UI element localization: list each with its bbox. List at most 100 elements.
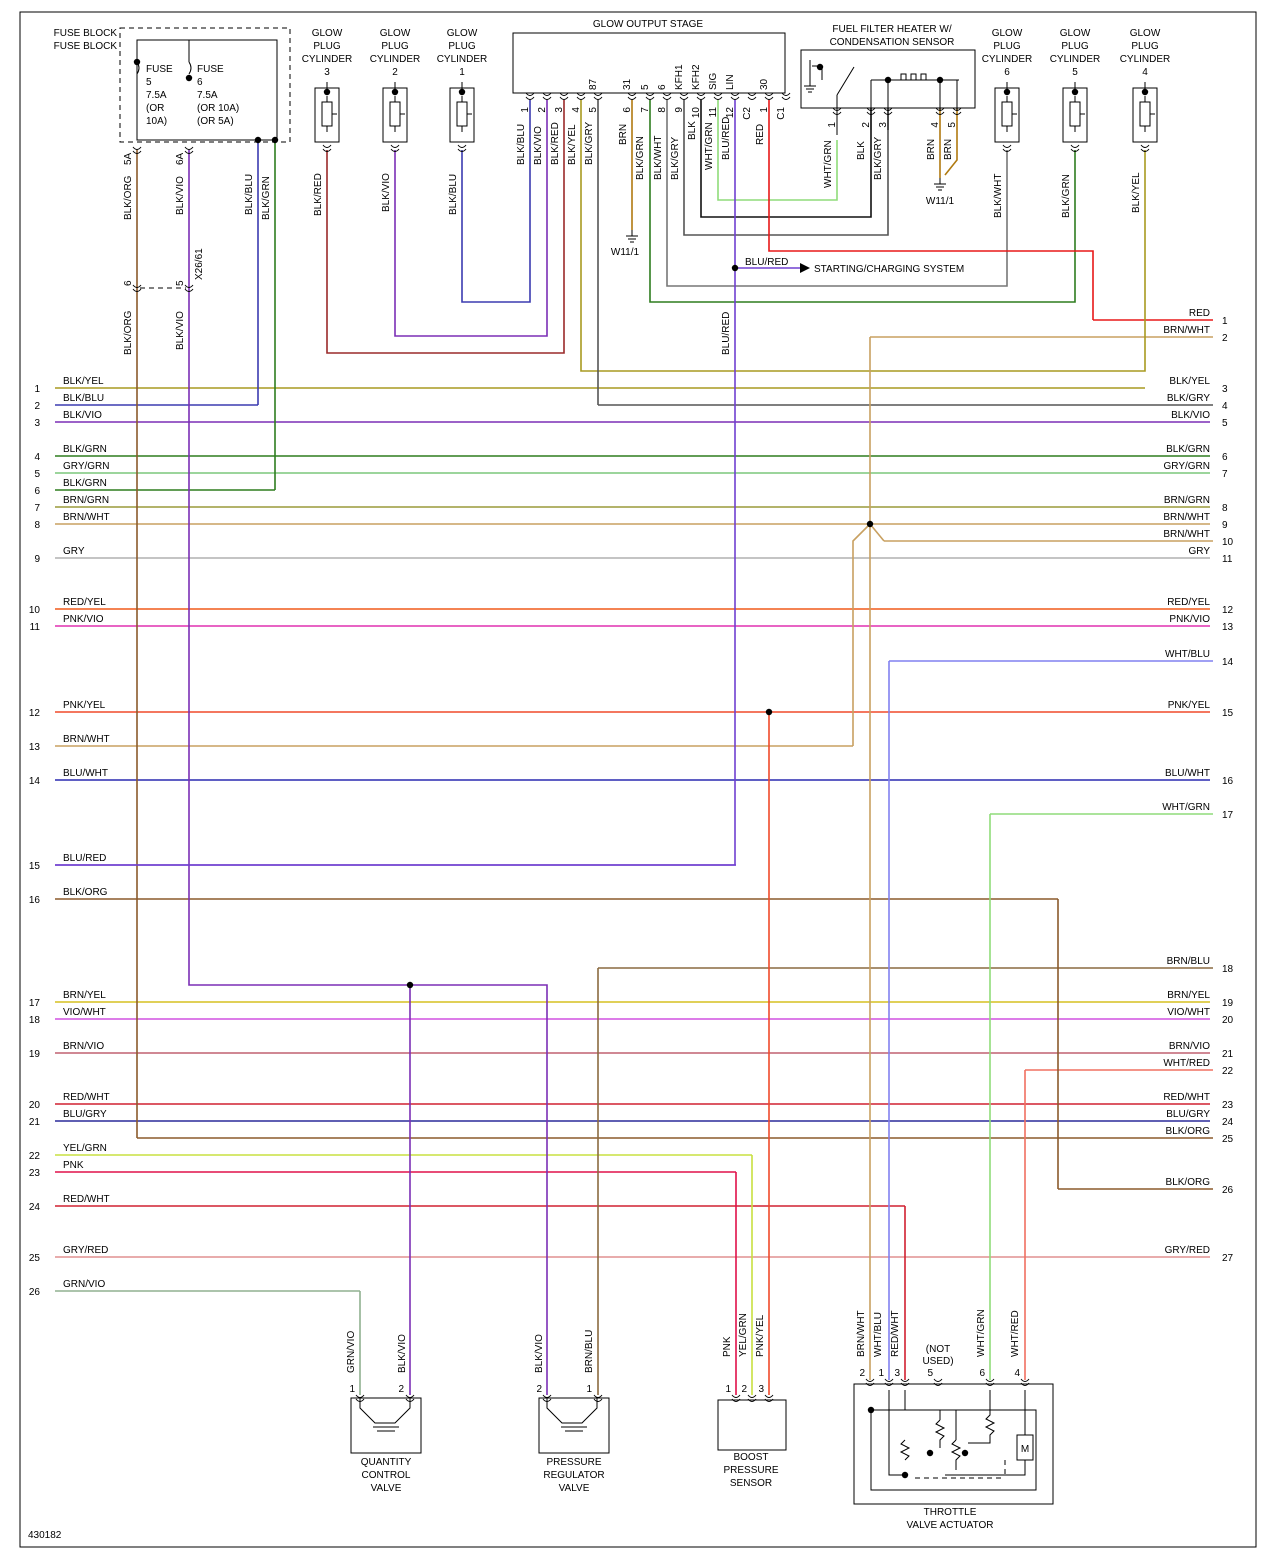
right-pin-number: 3 [1222, 384, 1228, 395]
boost-sensor-label: PRESSURE [723, 1465, 778, 1476]
pressure-pin-1 [593, 1394, 603, 1402]
glow-plug-number: 4 [1142, 67, 1148, 78]
throttle-actuator-box [853, 1383, 1054, 1505]
glow-stage-pin [679, 92, 689, 100]
right-pin-label: BLU/WHT [1165, 768, 1210, 779]
quantity-pin-number: 2 [398, 1384, 404, 1395]
throttle-pin [985, 1378, 995, 1386]
not-used-label-2: USED) [922, 1356, 953, 1367]
right-pin-number: 24 [1222, 1117, 1234, 1128]
diagram-border [19, 11, 1257, 1548]
left-pin-label: BRN/WHT [63, 734, 110, 745]
throttle-pin [1020, 1378, 1030, 1386]
fuel-filter-pin-number: 4 [930, 122, 941, 128]
right-pin-number: 9 [1222, 520, 1228, 531]
right-pin-number: 4 [1222, 401, 1228, 412]
right-pin-number: 26 [1222, 1185, 1234, 1196]
glow-plug-4-element [1139, 96, 1151, 132]
right-pin-label: BLK/ORG [1166, 1177, 1211, 1188]
fuel-filter-pin-number: 2 [861, 122, 872, 128]
glow-plug-label: PLUG [993, 41, 1020, 52]
pressure-regulator-valve-box [538, 1397, 610, 1454]
bottom-wire-label: BRN/WHT [856, 1310, 867, 1357]
glow-plug-label: PLUG [381, 41, 408, 52]
throttle-actuator-label: VALVE ACTUATOR [906, 1520, 993, 1531]
ground-label: W11/1 [926, 196, 955, 207]
left-pin-label: PNK/VIO [63, 614, 104, 625]
glow-stage-pin-number: 4 [571, 107, 582, 113]
left-pin-label: RED/WHT [63, 1092, 110, 1103]
left-pin-label: BRN/WHT [63, 512, 110, 523]
fuse-block-label: FUSE BLOCK [54, 28, 118, 39]
throttle-pin-number: 5 [927, 1368, 933, 1379]
right-pin-number: 22 [1222, 1066, 1234, 1077]
right-pin-number: 15 [1222, 708, 1234, 719]
vertical-wire-label: BRN [618, 124, 629, 145]
bottom-wire-label: PNK/YEL [755, 1314, 766, 1357]
bottom-wire-label: WHT/RED [1010, 1310, 1021, 1357]
boost-pin [764, 1394, 774, 1402]
glow-stage-pin-name: 87 [588, 78, 599, 90]
glow-plug-3-dot [323, 88, 331, 96]
left-pin-number: 10 [29, 605, 41, 616]
glow-stage-pin [662, 92, 672, 100]
right-pin-label: GRY/GRN [1164, 461, 1211, 472]
quantity-valve-coil [359, 1398, 411, 1432]
glow-stage-pin-number: 2 [537, 107, 548, 113]
vertical-wire-label: BLK/BLU [448, 174, 459, 215]
glow-stage-pin-number: C1 [776, 107, 787, 120]
glow-plug-label: GLOW [380, 28, 411, 39]
glow-stage-pin-number: 7 [640, 107, 651, 113]
right-pin-label: WHT/BLU [1165, 649, 1210, 660]
arrow-starting [800, 263, 810, 273]
right-pin-number: 25 [1222, 1134, 1234, 1145]
left-pin-number: 4 [34, 452, 40, 463]
glow-plug-label: CYLINDER [370, 54, 421, 65]
right-pin-number: 1 [1222, 316, 1228, 327]
quantity-pin-1 [355, 1394, 365, 1402]
vertical-wire-label: BRN [943, 139, 954, 160]
left-pin-number: 11 [30, 622, 41, 633]
wire-lin [55, 100, 736, 866]
glow-plug-1-pin [457, 144, 467, 152]
right-pin-label: WHT/RED [1163, 1058, 1210, 1069]
throttle-pin-number: 2 [859, 1368, 865, 1379]
glow-plug-label: CYLINDER [302, 54, 353, 65]
fuse5-pin-label: 5A [123, 152, 134, 165]
bottom-wire-label: YEL/GRN [738, 1313, 749, 1357]
vertical-wire-label: WHT/GRN [704, 122, 715, 170]
fuse6-text: 6 [197, 77, 203, 88]
left-pin-number: 1 [34, 384, 40, 395]
splice-pnk-yel [765, 708, 773, 716]
ground-label: W11/1 [611, 247, 640, 258]
fuse6-text: 7.5A [197, 90, 218, 101]
right-pin-number: 7 [1222, 469, 1228, 480]
glow-plug-number: 5 [1072, 67, 1078, 78]
vertical-wire-label: BLK [856, 141, 867, 160]
vertical-wire-label: WHT/GRN [823, 140, 834, 188]
right-pin-label: BRN/YEL [1167, 990, 1210, 1001]
glow-plug-2-element [389, 96, 401, 132]
left-pin-label: BLK/GRN [63, 478, 107, 489]
vertical-wire-label: BLK/GRN [1061, 174, 1072, 218]
right-pin-number: 21 [1222, 1049, 1234, 1060]
glow-stage-pin-number: 11 [708, 107, 719, 118]
vertical-wire-label: BLK/RED [550, 122, 561, 165]
left-pin-label: BLK/VIO [63, 410, 102, 421]
bottom-wire-label: WHT/BLU [873, 1312, 884, 1357]
wire-glow2 [394, 100, 548, 337]
ffh-dot [884, 76, 892, 84]
throttle-pin-number: 4 [1014, 1368, 1020, 1379]
throttle-circuit [871, 1390, 1026, 1476]
quantity-valve-label: CONTROL [362, 1470, 411, 1481]
glow-plug-number: 6 [1004, 67, 1010, 78]
glow-stage-pin-name: KFH2 [691, 64, 702, 90]
vertical-wire-label: BLK/BLU [516, 124, 527, 165]
bottom-wire-label: GRN/VIO [346, 1331, 357, 1373]
glow-stage-pin [713, 92, 723, 100]
boost-pressure-sensor-box [717, 1399, 787, 1451]
figure-id: 430182 [28, 1530, 62, 1541]
vertical-wire-label: BRN [926, 139, 937, 160]
glow-stage-pin-number: 1 [759, 107, 770, 113]
